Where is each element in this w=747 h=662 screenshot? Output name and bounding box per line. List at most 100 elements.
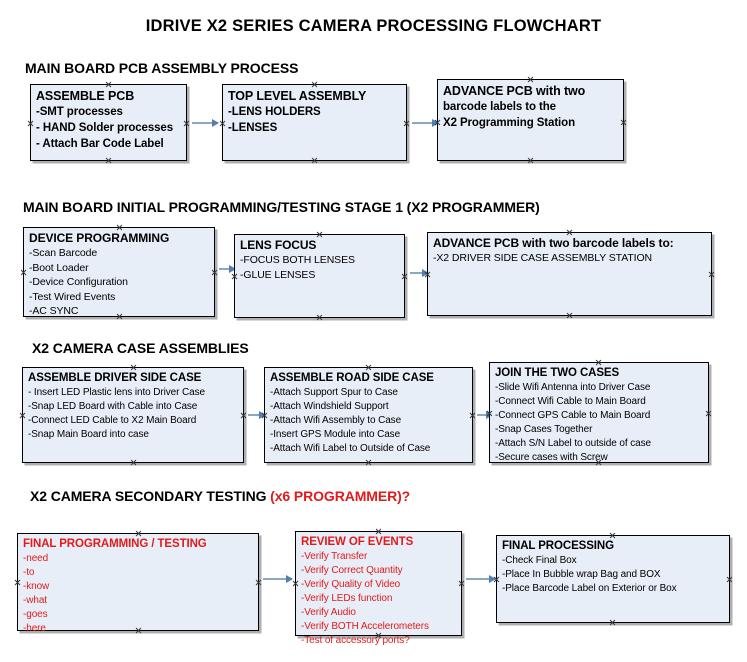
node-assemble-road-side-case[interactable]: ASSEMBLE ROAD SIDE CASE -Attach Support … — [264, 367, 473, 463]
connector-handle-left[interactable] — [261, 412, 268, 419]
connector-handle-right[interactable] — [183, 120, 190, 127]
arrow-device-programming-to-lens-focus — [219, 265, 236, 273]
section-header-x2-camera-secondary-testing: X2 CAMERA SECONDARY TESTING (x6 PROGRAMM… — [30, 488, 410, 504]
resize-handle-top[interactable] — [527, 76, 534, 83]
connector-handle-right[interactable] — [620, 119, 627, 126]
connector-handle-right[interactable] — [458, 580, 465, 587]
node-assemble-driver-side-case[interactable]: ASSEMBLE DRIVER SIDE CASE - Insert LED P… — [22, 367, 244, 463]
resize-handle-top[interactable] — [105, 81, 112, 88]
resize-handle-bottom[interactable] — [595, 459, 602, 466]
connector-handle-right[interactable] — [403, 120, 410, 127]
section-header-main-board-pcb-assembly-process: MAIN BOARD PCB ASSEMBLY PROCESS — [25, 60, 298, 76]
node-line: -Device Configuration — [29, 276, 128, 288]
node-title: ASSEMBLE PCB — [36, 89, 135, 103]
node-line: X2 Programming Station — [443, 117, 575, 129]
node-advance-pcb-to-x2-programming-station[interactable]: ADVANCE PCB with two barcode labels to t… — [437, 79, 624, 161]
resize-handle-top[interactable] — [595, 359, 602, 366]
node-line: -Attach Wifi Assembly to Case — [270, 415, 402, 426]
node-line: -SMT processes — [36, 106, 123, 118]
node-line: -Verify Quality of Video — [301, 579, 401, 590]
connector-handle-left[interactable] — [27, 120, 34, 127]
resize-handle-top[interactable] — [375, 528, 382, 535]
resize-handle-bottom[interactable] — [105, 157, 112, 164]
connector-handle-right[interactable] — [211, 269, 218, 276]
node-line: -Verify Correct Quantity — [301, 565, 403, 576]
resize-handle-bottom[interactable] — [130, 459, 137, 466]
node-line: -GLUE LENSES — [240, 268, 316, 281]
resize-handle-top[interactable] — [135, 530, 142, 537]
section-header-text: X2 CAMERA CASE ASSEMBLIES — [32, 340, 249, 356]
connector-handle-left[interactable] — [219, 120, 226, 127]
node-line: - Insert LED Plastic lens into Driver Ca… — [28, 387, 205, 398]
node-line: - Attach Bar Code Label — [36, 138, 164, 150]
arrow-final-programming-to-review-of-events — [263, 575, 293, 583]
connector-handle-left[interactable] — [486, 410, 493, 417]
resize-handle-bottom[interactable] — [527, 157, 534, 164]
connector-handle-right[interactable] — [240, 412, 247, 419]
node-lens-focus[interactable]: LENS FOCUS -FOCUS BOTH LENSES -GLUE LENS… — [234, 234, 405, 318]
node-advance-pcb-to-driver-side-case-assembly[interactable]: ADVANCE PCB with two barcode labels to: … — [427, 232, 712, 316]
resize-handle-top[interactable] — [316, 231, 323, 238]
connector-handle-left[interactable] — [19, 412, 26, 419]
resize-handle-bottom[interactable] — [566, 312, 573, 319]
node-line: -need — [23, 553, 49, 564]
connector-handle-right[interactable] — [255, 579, 262, 586]
connector-handle-left[interactable] — [292, 580, 299, 587]
connector-handle-left[interactable] — [493, 576, 500, 583]
resize-handle-top[interactable] — [116, 224, 123, 231]
node-top-level-assembly[interactable]: TOP LEVEL ASSEMBLY -LENS HOLDERS -LENSES — [222, 84, 407, 161]
connector-handle-left[interactable] — [434, 119, 441, 126]
resize-handle-bottom[interactable] — [316, 314, 323, 321]
node-line: -X2 DRIVER SIDE CASE ASSEMBLY STATION — [433, 252, 652, 264]
resize-handle-top[interactable] — [130, 364, 137, 371]
node-join-the-two-cases[interactable]: JOIN THE TWO CASES -Slide Wifi Antenna i… — [489, 362, 709, 463]
node-line: -Connect LED Cable to X2 Main Board — [28, 415, 197, 426]
node-line: -Slide Wifi Antenna into Driver Case — [495, 382, 651, 393]
node-line: -FOCUS BOTH LENSES — [240, 254, 355, 266]
resize-handle-bottom[interactable] — [375, 632, 382, 639]
section-header-text: MAIN BOARD PCB ASSEMBLY PROCESS — [25, 60, 299, 76]
connector-handle-right[interactable] — [401, 273, 408, 280]
connector-handle-left[interactable] — [424, 271, 431, 278]
node-device-programming[interactable]: DEVICE PROGRAMMING -Scan Barcode -Boot L… — [23, 227, 215, 317]
resize-handle-top[interactable] — [609, 532, 616, 539]
node-line: -Attach Windshield Support — [270, 401, 389, 412]
page-title: IDRIVE X2 SERIES CAMERA PROCESSING FLOWC… — [145, 17, 602, 35]
resize-handle-bottom[interactable] — [365, 459, 372, 466]
connector-handle-right[interactable] — [726, 576, 733, 583]
connector-handle-left[interactable] — [231, 273, 238, 280]
connector-handle-right[interactable] — [705, 410, 712, 417]
node-line: -here — [23, 623, 46, 634]
node-line: -Check Final Box — [502, 555, 577, 566]
section-header-x2-camera-case-assemblies: X2 CAMERA CASE ASSEMBLIES — [32, 340, 249, 356]
node-title: ADVANCE PCB with two barcode labels to: — [433, 236, 674, 250]
node-title: LENS FOCUS — [240, 238, 317, 252]
resize-handle-bottom[interactable] — [311, 157, 318, 164]
node-line: -AC SYNC — [29, 305, 79, 317]
resize-handle-top[interactable] — [311, 81, 318, 88]
section-header-text: MAIN BOARD INITIAL PROGRAMMING/TESTING S… — [23, 199, 540, 215]
node-final-programming-testing[interactable]: FINAL PROGRAMMING / TESTING -need -to -k… — [14, 530, 262, 634]
connector-handle-left[interactable] — [20, 269, 27, 276]
node-review-of-events[interactable]: REVIEW OF EVENTS -Verify Transfer -Verif… — [292, 528, 465, 646]
node-line: -Connect GPS Cable to Main Board — [495, 410, 651, 421]
node-line: -Attach Support Spur to Case — [270, 387, 398, 398]
connector-handle-left[interactable] — [14, 579, 21, 586]
node-line: -Snap LED Board with Cable into Case — [28, 401, 198, 412]
node-title: FINAL PROGRAMMING / TESTING — [23, 538, 207, 550]
connector-handle-right[interactable] — [469, 412, 476, 419]
node-final-processing[interactable]: FINAL PROCESSING -Check Final Box -Place… — [496, 535, 730, 623]
resize-handle-bottom[interactable] — [116, 313, 123, 320]
resize-handle-top[interactable] — [566, 229, 573, 236]
resize-handle-bottom[interactable] — [135, 627, 142, 634]
node-line: - HAND Solder processes — [36, 122, 174, 134]
node-line: -Boot Loader — [29, 261, 89, 274]
resize-handle-bottom[interactable] — [609, 619, 616, 626]
node-title: REVIEW OF EVENTS — [301, 536, 414, 548]
section-header-main-board-initial-programming-testing-stage-1: MAIN BOARD INITIAL PROGRAMMING/TESTING S… — [23, 199, 540, 215]
resize-handle-top[interactable] — [365, 364, 372, 371]
node-assemble-pcb[interactable]: ASSEMBLE PCB -SMT processes - HAND Solde… — [30, 84, 187, 161]
connector-handle-right[interactable] — [708, 271, 715, 278]
node-line: -know — [23, 581, 50, 592]
